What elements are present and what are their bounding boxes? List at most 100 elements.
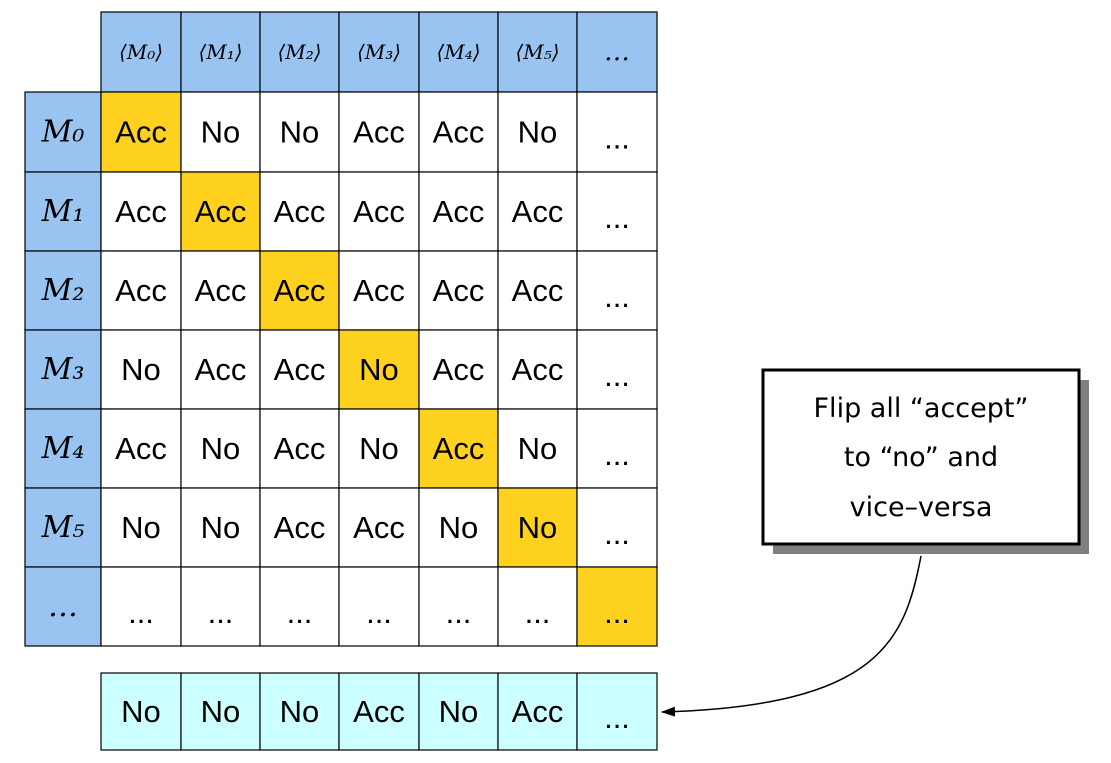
cell-value: ...: [525, 595, 551, 630]
table-cell: [259, 408, 340, 489]
cell-value: Acc: [512, 273, 564, 308]
table-cell: [338, 171, 420, 252]
column-header-cell: [497, 11, 578, 93]
cell-value: Acc: [115, 194, 167, 229]
cell-value: No: [201, 115, 241, 150]
column-header-label: ⟨M₂⟩: [277, 40, 321, 64]
table-cell: [576, 250, 658, 331]
note-box-frame: [761, 368, 1081, 546]
table-cell: [418, 329, 499, 410]
row-header-label: M₂: [41, 273, 85, 308]
table-cell: [497, 171, 578, 252]
result-value: Acc: [512, 694, 564, 729]
result-cell: [418, 672, 499, 751]
cell-value: No: [518, 431, 558, 466]
table-cell: [418, 566, 499, 647]
column-header-cell: [180, 11, 261, 93]
cell-value: Acc: [433, 273, 485, 308]
connector-arrow: [661, 555, 922, 717]
row-header-cell: [24, 408, 102, 489]
cell-value: Acc: [512, 352, 564, 387]
table-cell: [338, 91, 420, 173]
table-cell: [576, 329, 658, 410]
row-header-cell: [24, 487, 102, 568]
cell-value: No: [121, 510, 161, 545]
cell-value: Acc: [115, 431, 167, 466]
column-header-cell: [100, 11, 182, 93]
note-line-3: vice–versa: [850, 492, 993, 523]
cell-value: Acc: [353, 194, 405, 229]
table-cell: [497, 91, 578, 173]
result-value: No: [121, 694, 161, 729]
cell-value: No: [280, 115, 320, 150]
cell-value: Acc: [274, 273, 326, 308]
cell-value: ...: [604, 200, 630, 235]
row-header-label: M₀: [41, 115, 85, 150]
column-header-cell: [259, 11, 340, 93]
cell-value: ...: [287, 595, 313, 630]
result-value: No: [280, 694, 320, 729]
cell-value: Acc: [433, 352, 485, 387]
result-value: Acc: [353, 694, 405, 729]
table-cell: [338, 250, 420, 331]
cell-value: Acc: [433, 194, 485, 229]
cell-value: Acc: [353, 115, 405, 150]
table-cell: [180, 91, 261, 173]
cell-value: ...: [604, 437, 630, 472]
cell-value: Acc: [274, 510, 326, 545]
row-header-label: …: [48, 589, 78, 624]
diagonal-cell: [497, 487, 578, 568]
cell-value: Acc: [512, 194, 564, 229]
result-value: ...: [604, 700, 630, 735]
cell-value: Acc: [195, 194, 247, 229]
cell-value: Acc: [274, 194, 326, 229]
table-cell: [418, 250, 499, 331]
cell-value: Acc: [433, 431, 485, 466]
result-cell: [100, 672, 182, 751]
note-box: Flip all “accept” to “no” and vice–versa: [761, 368, 1089, 554]
table-cell: [180, 566, 261, 647]
cell-value: Acc: [115, 115, 167, 150]
note-line-2: to “no” and: [844, 442, 998, 473]
table-cell: [418, 487, 499, 568]
cell-value: Acc: [195, 273, 247, 308]
table-cell: [259, 566, 340, 647]
cell-value: No: [518, 115, 558, 150]
table-cell: [100, 171, 182, 252]
row-header-label: M₁: [41, 194, 85, 229]
table-cell: [259, 171, 340, 252]
cell-value: Acc: [115, 273, 167, 308]
table-cell: [497, 566, 578, 647]
column-header-label: …: [604, 37, 630, 67]
column-header-cell: [338, 11, 420, 93]
cell-value: No: [439, 510, 479, 545]
cell-value: No: [359, 431, 399, 466]
cell-value: Acc: [353, 273, 405, 308]
result-value: No: [201, 694, 241, 729]
diagonal-cell: [180, 171, 261, 252]
cell-value: Acc: [195, 352, 247, 387]
diagonal-cell: [576, 566, 658, 647]
row-header-cell: [24, 91, 102, 173]
cell-value: ...: [208, 595, 234, 630]
cell-value: No: [359, 352, 399, 387]
row-header-label: M₄: [41, 431, 85, 466]
table-cell: [180, 487, 261, 568]
table-cell: [576, 91, 658, 173]
cell-value: ...: [604, 121, 630, 156]
cell-value: Acc: [274, 352, 326, 387]
cell-value: Acc: [353, 510, 405, 545]
diagonal-cell: [418, 408, 499, 489]
cell-value: No: [121, 352, 161, 387]
row-header-cell: [24, 566, 102, 647]
table-cell: [497, 408, 578, 489]
cell-value: ...: [604, 279, 630, 314]
table-cell: [497, 329, 578, 410]
column-header-label: ⟨M₃⟩: [357, 40, 401, 64]
table-cell: [576, 487, 658, 568]
cell-value: ...: [604, 595, 630, 630]
cell-value: No: [201, 431, 241, 466]
note-line-1: Flip all “accept”: [814, 393, 1029, 424]
cell-value: Acc: [274, 431, 326, 466]
